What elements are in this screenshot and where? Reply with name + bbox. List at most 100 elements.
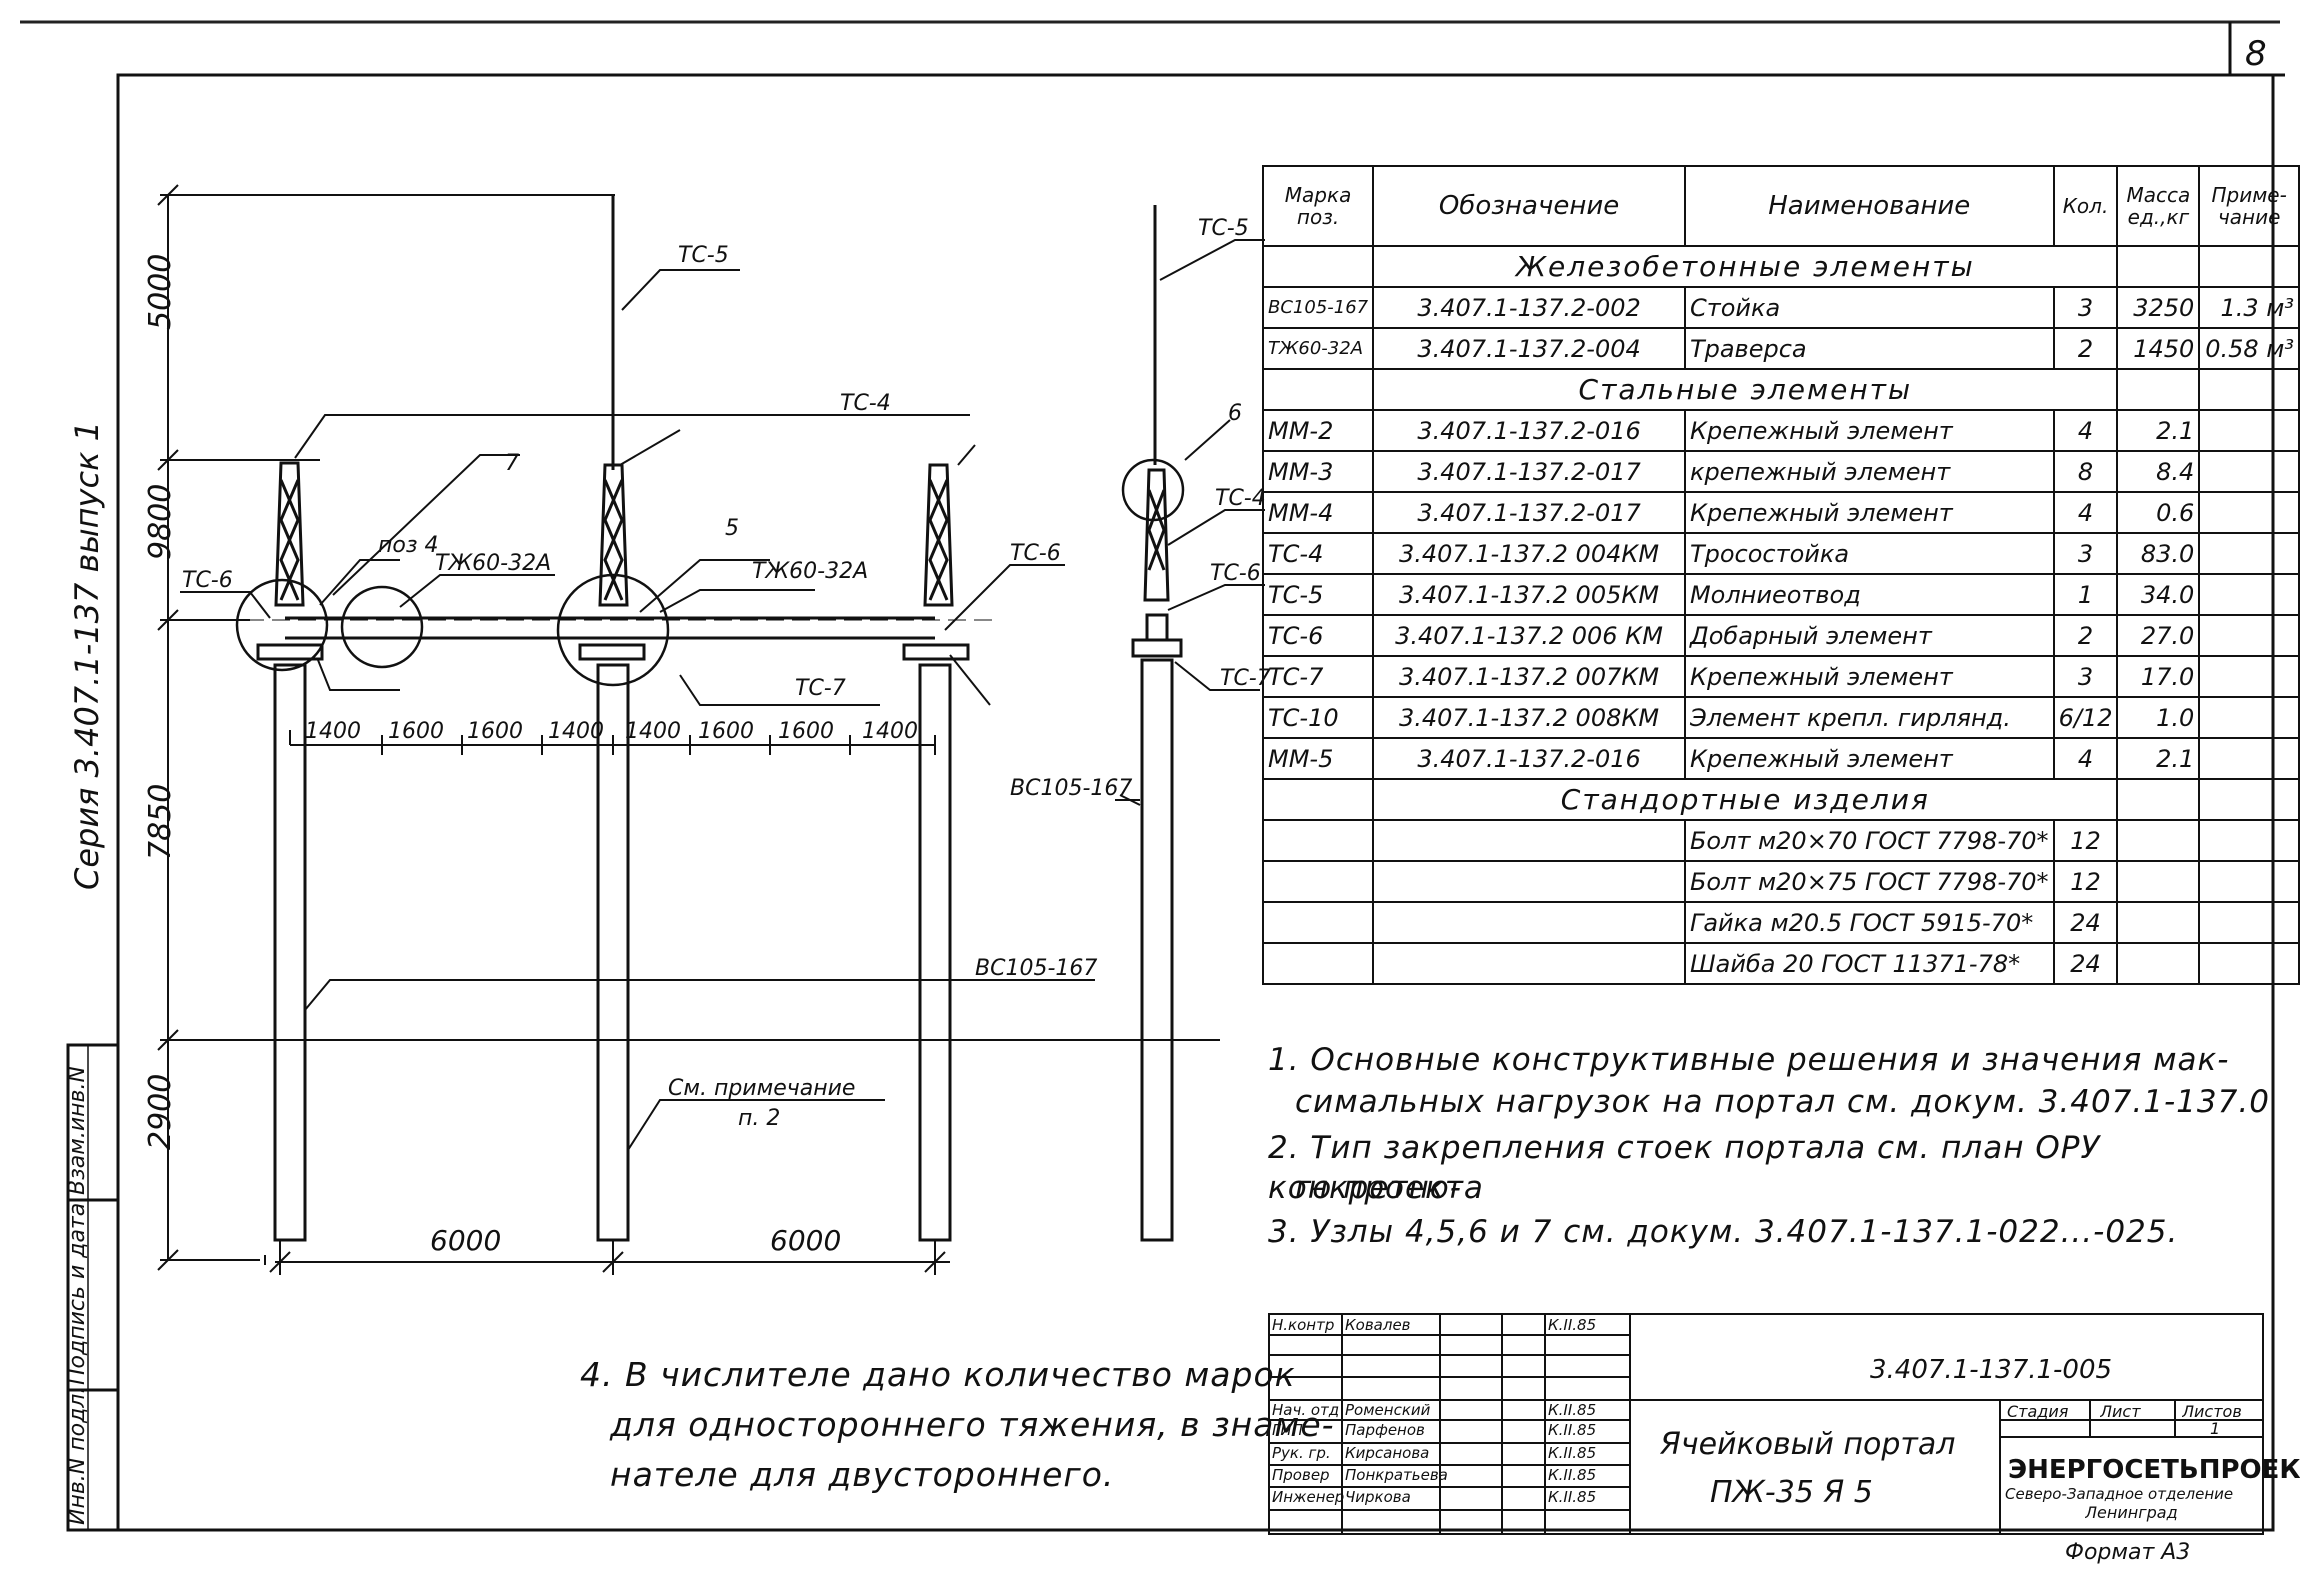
note-4a: 4. В числителе дано количество марок bbox=[580, 1355, 1296, 1394]
spec-cell: Молниеотвод bbox=[1683, 573, 2055, 616]
spec-cell: Крепежный элемент bbox=[1683, 655, 2055, 698]
stamp-date: К.II.85 bbox=[1548, 1421, 1597, 1439]
spec-cell bbox=[1372, 819, 1686, 862]
spec-cell: ММ-5 bbox=[1261, 737, 1375, 780]
spacing-7: 1600 bbox=[778, 719, 834, 744]
stamp-name: Парфенов bbox=[1345, 1421, 1425, 1439]
spec-cell: 3250 bbox=[2116, 286, 2201, 329]
dim-7850: 7850 bbox=[143, 784, 178, 860]
hdr-note: Приме-чание bbox=[2198, 165, 2300, 247]
node-circle-side bbox=[1121, 458, 1185, 522]
note-3: 3. Узлы 4,5,6 и 7 см. докум. 3.407.1-137… bbox=[1268, 1214, 2179, 1250]
spec-cell: 1 bbox=[2052, 573, 2119, 616]
leaders-front bbox=[180, 269, 1095, 1151]
spec-cell bbox=[2198, 860, 2300, 903]
stamp-role: Инженер bbox=[1272, 1488, 1345, 1506]
spec-cell: 4 bbox=[2052, 491, 2119, 534]
spec-cell: Болт м20×70 ГОСТ 7798-70* bbox=[1683, 819, 2055, 862]
hdr-mass: Масса ед.,кг bbox=[2116, 165, 2201, 247]
spacing-3: 1600 bbox=[467, 719, 523, 744]
spec-cell: ТС-7 bbox=[1261, 655, 1375, 698]
spec-cell bbox=[2116, 819, 2201, 862]
spec-cell bbox=[1261, 901, 1375, 944]
callout-node6: 6 bbox=[1228, 401, 1242, 426]
sheet-number: 8 bbox=[2245, 34, 2267, 74]
spec-cell: 6/12 bbox=[2052, 696, 2119, 739]
column-left bbox=[273, 663, 307, 1242]
spec-cell: ММ-2 bbox=[1261, 409, 1375, 452]
format-label: Формат А3 bbox=[2065, 1540, 2191, 1565]
spec-cell: 3.407.1-137.2-016 bbox=[1372, 409, 1686, 452]
hdr-name: Наименование bbox=[1683, 165, 2055, 247]
node-circle-beam bbox=[340, 585, 424, 669]
callout-tc6-side: ТС-6 bbox=[1210, 561, 1261, 586]
spec-row: Шайба 20 ГОСТ 11371-78*24 bbox=[1261, 942, 2300, 985]
leaders-side bbox=[1115, 239, 1265, 806]
spec-cell: 1.3 м³ bbox=[2198, 286, 2300, 329]
spec-cell: 3.407.1-137.2 008КМ bbox=[1372, 696, 1686, 739]
group-row: Стандортные изделия bbox=[1261, 778, 2300, 821]
spec-cell: 3.407.1-137.2 007КМ bbox=[1372, 655, 1686, 698]
spacing-6: 1600 bbox=[698, 719, 754, 744]
stamp-date: К.II.85 bbox=[1548, 1488, 1597, 1506]
spec-cell bbox=[1261, 860, 1375, 903]
stamp-org-2: Северо-Западное отделение bbox=[2005, 1485, 2234, 1503]
spec-cell: 3.407.1-137.2 006 КМ bbox=[1372, 614, 1686, 657]
spec-cell: Болт м20×75 ГОСТ 7798-70* bbox=[1683, 860, 2055, 903]
spec-header-row: Марка поз. Обозначение Наименование Кол.… bbox=[1261, 165, 2300, 247]
spec-cell bbox=[2198, 737, 2300, 780]
spec-cell bbox=[2116, 942, 2201, 985]
tower-top-right bbox=[923, 463, 954, 607]
spec-cell: 3.407.1-137.2-004 bbox=[1372, 327, 1686, 370]
side-stamp-sign: Подпись и дата bbox=[65, 1203, 90, 1385]
callout-tc6-right: ТС-6 bbox=[1010, 541, 1061, 566]
spec-cell bbox=[1261, 819, 1375, 862]
spec-cell: Крепежный элемент bbox=[1683, 737, 2055, 780]
callout-tc5-front: ТС-5 bbox=[678, 243, 729, 268]
stamp-name: Кирсанова bbox=[1345, 1444, 1430, 1462]
side-stamp: Инв.N подл. Подпись и дата Взам.инв.N bbox=[65, 1043, 120, 1532]
spec-cell: Крепежный элемент bbox=[1683, 409, 2055, 452]
spec-cell: Элемент крепл. гирлянд. bbox=[1683, 696, 2055, 739]
hdr-qty: Кол. bbox=[2052, 165, 2119, 247]
spec-cell bbox=[2198, 614, 2300, 657]
spec-cell bbox=[2116, 901, 2201, 944]
spec-cell: 8.4 bbox=[2116, 450, 2201, 493]
spec-cell bbox=[2198, 942, 2300, 985]
stamp-date: К.II.85 bbox=[1548, 1401, 1597, 1419]
spec-cell: Тросостойка bbox=[1683, 532, 2055, 575]
spec-cell: Гайка м20.5 ГОСТ 5915-70* bbox=[1683, 901, 2055, 944]
side-stamp-replace: Взам.инв.N bbox=[65, 1066, 90, 1195]
note-2b: го проекта bbox=[1295, 1170, 1484, 1206]
callout-beam-right: ТЖ60-32А bbox=[752, 559, 868, 584]
stamp-name: Понкратьева bbox=[1345, 1466, 1448, 1484]
spec-cell bbox=[1372, 901, 1686, 944]
spec-cell: 17.0 bbox=[2116, 655, 2201, 698]
spec-cell bbox=[2198, 532, 2300, 575]
spec-row: Болт м20×75 ГОСТ 7798-70*12 bbox=[1261, 860, 2300, 903]
stamp-date: К.II.85 bbox=[1548, 1466, 1597, 1484]
spec-cell: 2.1 bbox=[2116, 737, 2201, 780]
callout-see-note-p: п. 2 bbox=[738, 1106, 780, 1131]
spacing-2: 1600 bbox=[388, 719, 444, 744]
spec-cell bbox=[2198, 573, 2300, 616]
spec-cell: 3.407.1-137.2-002 bbox=[1372, 286, 1686, 329]
spec-cell: 27.0 bbox=[2116, 614, 2201, 657]
dim-9800: 9800 bbox=[143, 484, 178, 560]
stamp-stage: Стадия bbox=[2007, 1402, 2069, 1421]
spec-cell: 8 bbox=[2052, 450, 2119, 493]
spec-cell bbox=[2198, 901, 2300, 944]
tower-top-middle bbox=[598, 463, 629, 607]
callout-see-note: См. примечание bbox=[668, 1076, 855, 1101]
spec-cell: 0.6 bbox=[2116, 491, 2201, 534]
callout-bc-side: ВС105-167 bbox=[1010, 776, 1132, 801]
spacing-1: 1400 bbox=[305, 719, 361, 744]
dim-5000: 5000 bbox=[143, 254, 178, 330]
